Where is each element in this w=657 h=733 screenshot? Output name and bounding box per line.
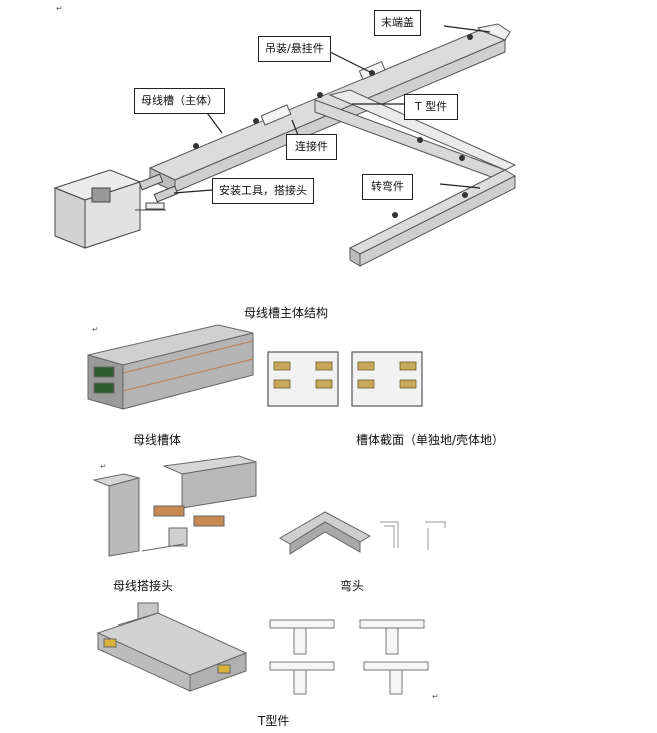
t-type-caption: T型件 <box>258 714 290 728</box>
return-mark: ↵ <box>432 692 439 701</box>
busway-assembly-diagram <box>53 23 517 267</box>
cross-section-caption: 槽体截面（单独地/壳体地） <box>356 433 505 447</box>
elbow-piece-label: 转弯件 <box>362 174 413 200</box>
t-piece-drawings <box>269 619 429 695</box>
busway-joint-image <box>92 455 257 557</box>
end-cap-label: 末端盖 <box>374 10 421 36</box>
main-body-label: 母线槽（主体） <box>134 88 225 114</box>
elbow-image <box>279 511 446 555</box>
busway-body-image <box>87 324 254 410</box>
return-mark: ↵ <box>56 4 63 13</box>
install-tool-label: 安装工具，搭接头 <box>212 178 314 204</box>
hanger-label: 吊装/悬挂件 <box>258 36 331 62</box>
connector-label: 连接件 <box>286 134 337 160</box>
return-mark: ↵ <box>92 325 99 334</box>
elbow-caption: 弯头 <box>340 579 365 593</box>
t-piece-label: T 型件 <box>404 94 459 120</box>
cross-section-image <box>267 351 423 407</box>
return-mark: ↵ <box>100 462 107 471</box>
t-piece-image <box>96 602 248 692</box>
body-caption: 母线槽体 <box>133 433 182 447</box>
joint-caption: 母线搭接头 <box>113 579 174 593</box>
structure-caption: 母线槽主体结构 <box>244 306 329 320</box>
